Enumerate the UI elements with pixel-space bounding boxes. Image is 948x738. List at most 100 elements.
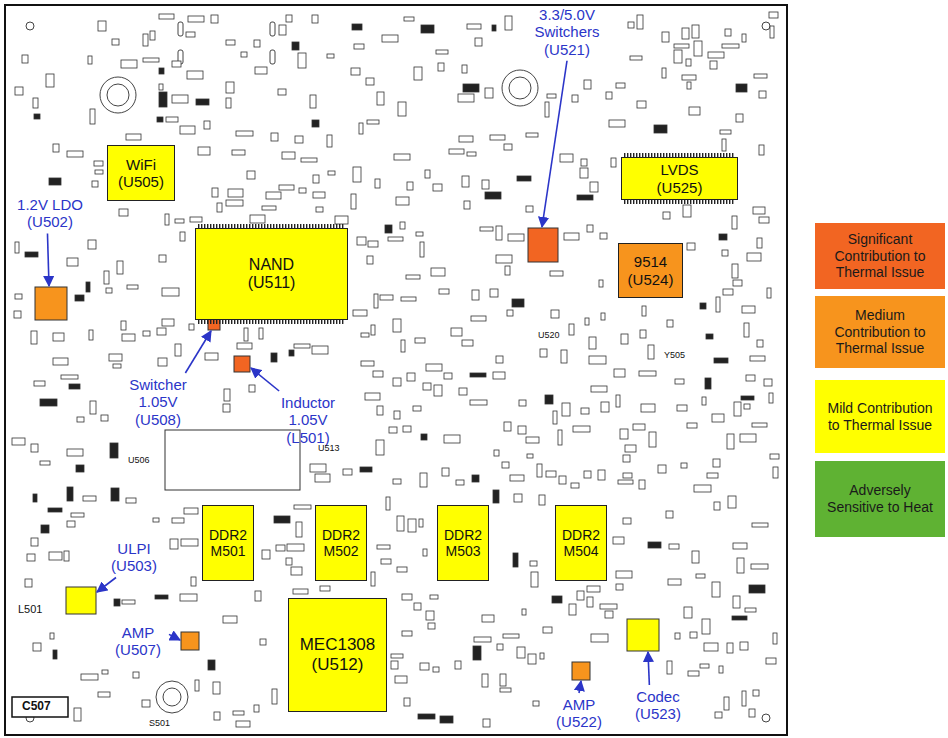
smd-component (463, 84, 479, 92)
smd-component (444, 373, 452, 379)
ic-pin (234, 320, 235, 324)
leader-arrow (579, 681, 581, 693)
mounting-hole (509, 77, 531, 99)
chip-label: DDR2 M501 (206, 527, 250, 559)
smd-component (585, 318, 589, 325)
smd-component (352, 24, 362, 30)
smd-component (428, 623, 435, 629)
smd-component (208, 660, 215, 670)
ic-pin (267, 320, 268, 324)
smd-component (591, 634, 608, 642)
smd-component (712, 582, 720, 597)
smd-component (438, 63, 444, 71)
smd-component (497, 644, 503, 650)
smd-component (354, 44, 364, 49)
ic-pin (297, 320, 298, 324)
smd-component (537, 464, 542, 477)
smd-component (692, 25, 699, 38)
smd-component (690, 632, 697, 638)
smd-component (587, 586, 600, 592)
smd-component (769, 12, 778, 18)
slot (270, 50, 275, 64)
smd-component (271, 353, 277, 362)
smd-component (430, 595, 438, 599)
ic-pin (645, 200, 646, 204)
smd-component (255, 591, 261, 601)
smd-component (153, 518, 159, 522)
smd-component (769, 393, 773, 403)
smd-component (449, 149, 464, 154)
smd-component (642, 306, 646, 316)
smd-component (569, 604, 576, 615)
smd-component (749, 585, 765, 593)
smd-component (393, 378, 401, 386)
smd-component (377, 92, 384, 105)
ic-pin (261, 320, 262, 324)
smd-component (157, 328, 166, 335)
inductor (234, 356, 250, 372)
smd-component (530, 561, 537, 566)
smd-component (589, 356, 606, 364)
smd-component (416, 232, 423, 236)
smd-component (88, 240, 96, 249)
ic-pin (339, 320, 340, 324)
smd-component (14, 311, 21, 318)
smd-component (400, 222, 405, 229)
smd-component (180, 594, 197, 601)
smd-component (293, 589, 308, 594)
silkscreen-label: S501 (149, 718, 170, 728)
via-hole (762, 714, 770, 722)
smd-component (496, 255, 512, 263)
smd-component (639, 371, 656, 376)
smd-component (365, 393, 380, 400)
leader-arrow (251, 368, 279, 391)
smd-component (67, 449, 83, 456)
smd-component (630, 56, 642, 60)
ic-pin (222, 320, 223, 324)
smd-component (732, 264, 738, 278)
smd-component (442, 468, 449, 476)
smd-component (722, 44, 739, 48)
ic-pin (699, 200, 700, 204)
smd-component (286, 15, 292, 22)
smd-component (404, 698, 410, 706)
silkscreen-label: U506 (128, 455, 150, 465)
chip-label: DDR2 M504 (559, 527, 603, 559)
smd-component (614, 369, 625, 377)
smd-component (459, 388, 467, 395)
ic-pin (201, 320, 202, 324)
smd-component (250, 215, 265, 223)
chip-label: 9514 (U524) (619, 253, 682, 288)
smd-component (623, 455, 630, 462)
smd-component (296, 522, 302, 537)
ic-pin (690, 200, 691, 204)
smd-component (313, 192, 325, 198)
chip-box: DDR2 M502 (315, 505, 367, 581)
smd-component (518, 426, 526, 434)
ic-pin (216, 320, 217, 324)
smd-component (247, 171, 255, 179)
smd-component (420, 242, 424, 257)
mounting-hole (107, 84, 129, 106)
smd-component (675, 633, 680, 639)
smd-component (376, 440, 384, 455)
smd-component (310, 95, 316, 108)
ic-pin (219, 320, 220, 324)
smd-component (505, 266, 510, 275)
smd-component (550, 271, 563, 276)
ulpi-chip (66, 587, 96, 614)
smd-component (420, 473, 427, 487)
smd-component (181, 539, 198, 546)
smd-component (226, 82, 234, 93)
smd-component (754, 74, 767, 78)
smd-component (244, 328, 248, 341)
smd-component (694, 41, 702, 56)
smd-component (320, 586, 330, 591)
smd-component (187, 71, 203, 79)
ic-pin (729, 200, 730, 204)
smd-component (455, 661, 461, 669)
chip-box: WiFi (U505) (107, 145, 175, 201)
smd-component (155, 595, 168, 599)
smd-component (421, 25, 434, 33)
